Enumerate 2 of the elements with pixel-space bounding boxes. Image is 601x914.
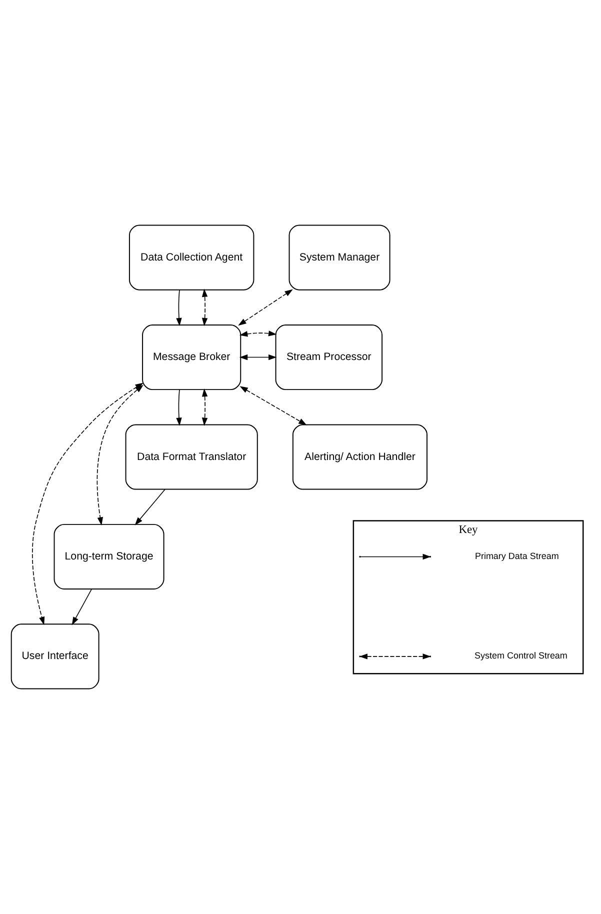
legend-label: System Control Stream	[474, 650, 568, 661]
legend-label: Primary Data Stream	[474, 551, 559, 562]
